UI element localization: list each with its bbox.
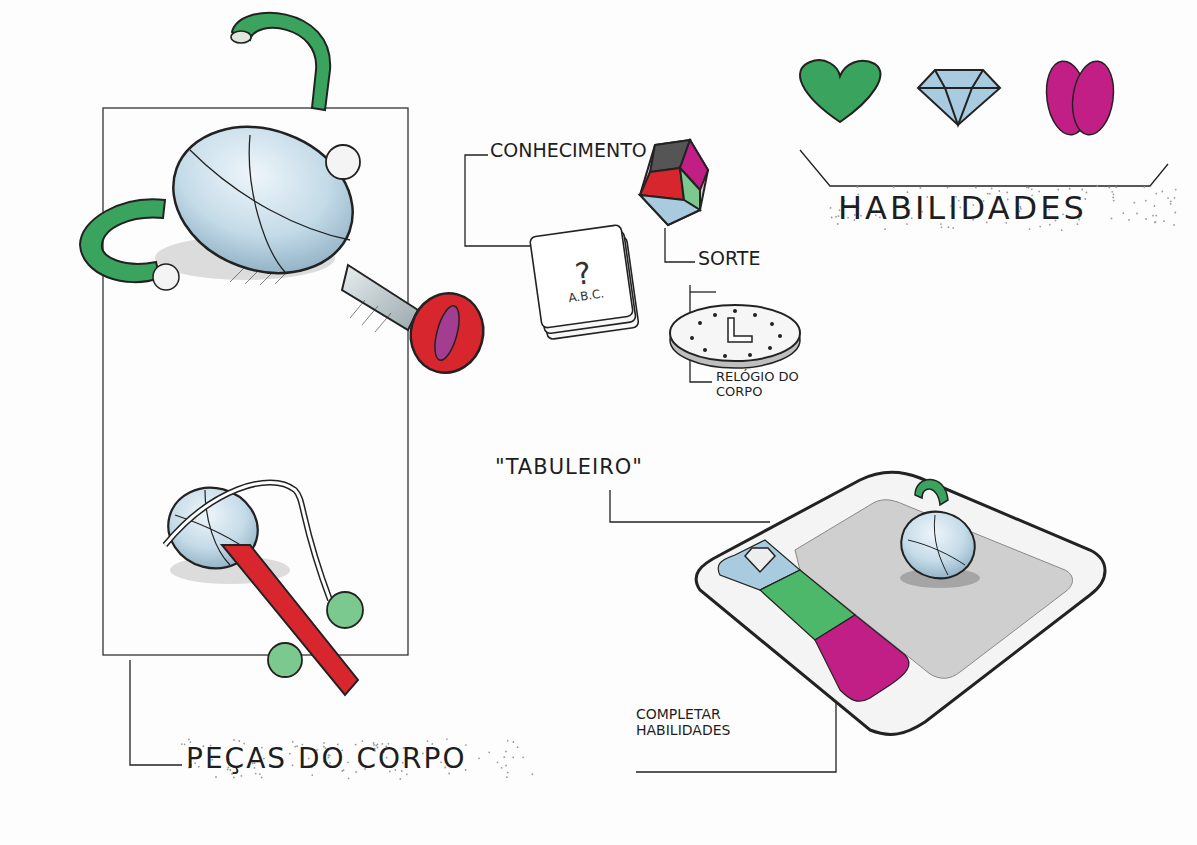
handwritten-label: COMPLETAR HABILIDADES bbox=[636, 706, 776, 738]
tube-piece bbox=[342, 265, 418, 330]
bracket bbox=[800, 150, 1168, 186]
card-stack bbox=[530, 224, 640, 340]
ball-piece bbox=[326, 145, 360, 179]
dice bbox=[640, 140, 708, 225]
horn-piece bbox=[232, 13, 330, 110]
handwritten-label: RELÓGIO DO CORPO bbox=[716, 370, 826, 400]
card: ?A.B.C. bbox=[534, 230, 633, 329]
bracket bbox=[610, 490, 770, 522]
heart bbox=[800, 60, 880, 122]
egg-piece bbox=[153, 103, 374, 297]
card-text: ? bbox=[573, 256, 593, 291]
clock bbox=[670, 305, 800, 361]
card-text: A.B.C. bbox=[568, 287, 606, 305]
handwritten-label: HABILIDADES bbox=[838, 190, 1168, 227]
stipple bbox=[181, 185, 1177, 780]
ball-piece bbox=[153, 264, 179, 290]
bracket bbox=[636, 690, 836, 772]
handwritten-label: PEÇAS DO CORPO bbox=[186, 743, 526, 775]
bracket bbox=[465, 155, 535, 246]
beans bbox=[1042, 59, 1118, 138]
handwritten-label: SORTE bbox=[698, 248, 778, 270]
horn-end bbox=[231, 31, 251, 43]
handwritten-label: CONHECIMENTO bbox=[490, 140, 690, 162]
diamond bbox=[918, 70, 1000, 125]
bracket bbox=[665, 228, 695, 262]
red-piece bbox=[402, 285, 492, 381]
handwritten-label: "TABULEIRO" bbox=[495, 455, 675, 479]
board bbox=[696, 472, 1105, 734]
bracket bbox=[130, 660, 182, 765]
slit bbox=[430, 303, 464, 362]
arm-piece bbox=[80, 199, 165, 282]
ball-piece bbox=[268, 643, 302, 677]
ball-piece bbox=[327, 592, 363, 628]
clock-dots bbox=[690, 309, 782, 358]
egg-line bbox=[249, 135, 285, 272]
